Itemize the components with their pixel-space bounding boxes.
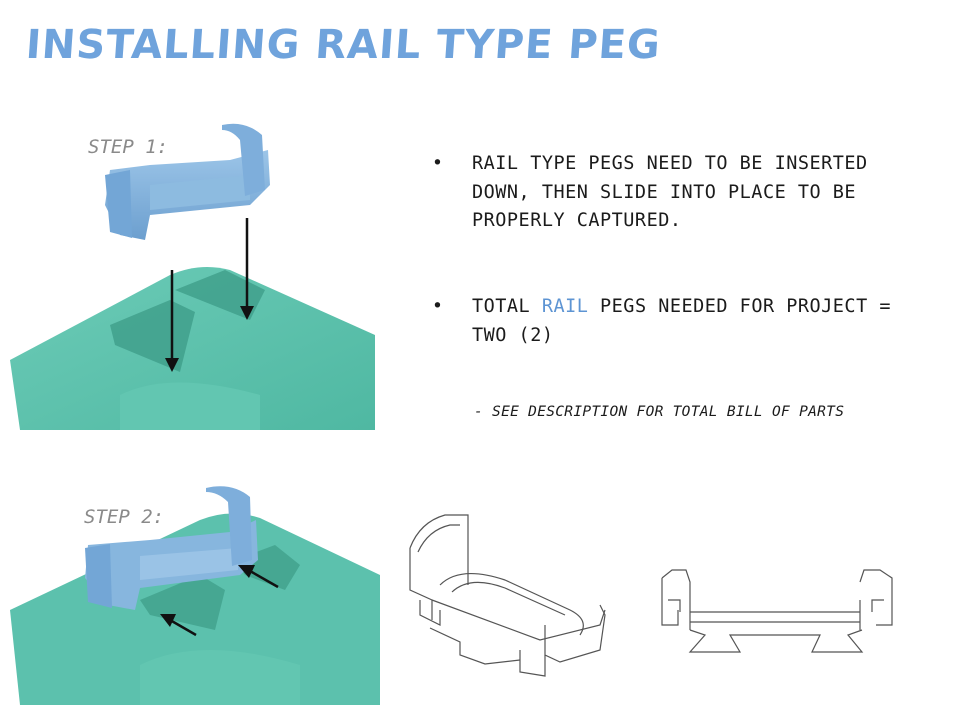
base-plate-2	[10, 513, 380, 705]
down-arrow-icon	[240, 218, 254, 320]
step-1-label: Step 1:	[88, 136, 169, 158]
rail-peg-2	[85, 486, 258, 610]
highlight-word: Rail	[541, 296, 589, 317]
bill-of-parts-note: - see description for total bill of part…	[474, 404, 845, 420]
left-arrow-icon	[238, 565, 279, 589]
step-2-label: Step 2:	[84, 506, 165, 528]
bullet-dot-icon: •	[432, 153, 444, 174]
left-arrow-icon	[160, 614, 197, 637]
rail-peg-1	[105, 123, 270, 240]
down-arrow-icon	[165, 270, 179, 372]
instruction-text-part: pegs needed for project = two (2)	[472, 296, 891, 346]
bullet-dot-icon: •	[432, 296, 444, 317]
instruction-text: Total Rail pegs needed for project = two…	[472, 293, 892, 350]
instruction-text: Rail type pegs need to be inserted down,…	[472, 153, 868, 231]
instruction-text-part: Total	[472, 296, 542, 317]
